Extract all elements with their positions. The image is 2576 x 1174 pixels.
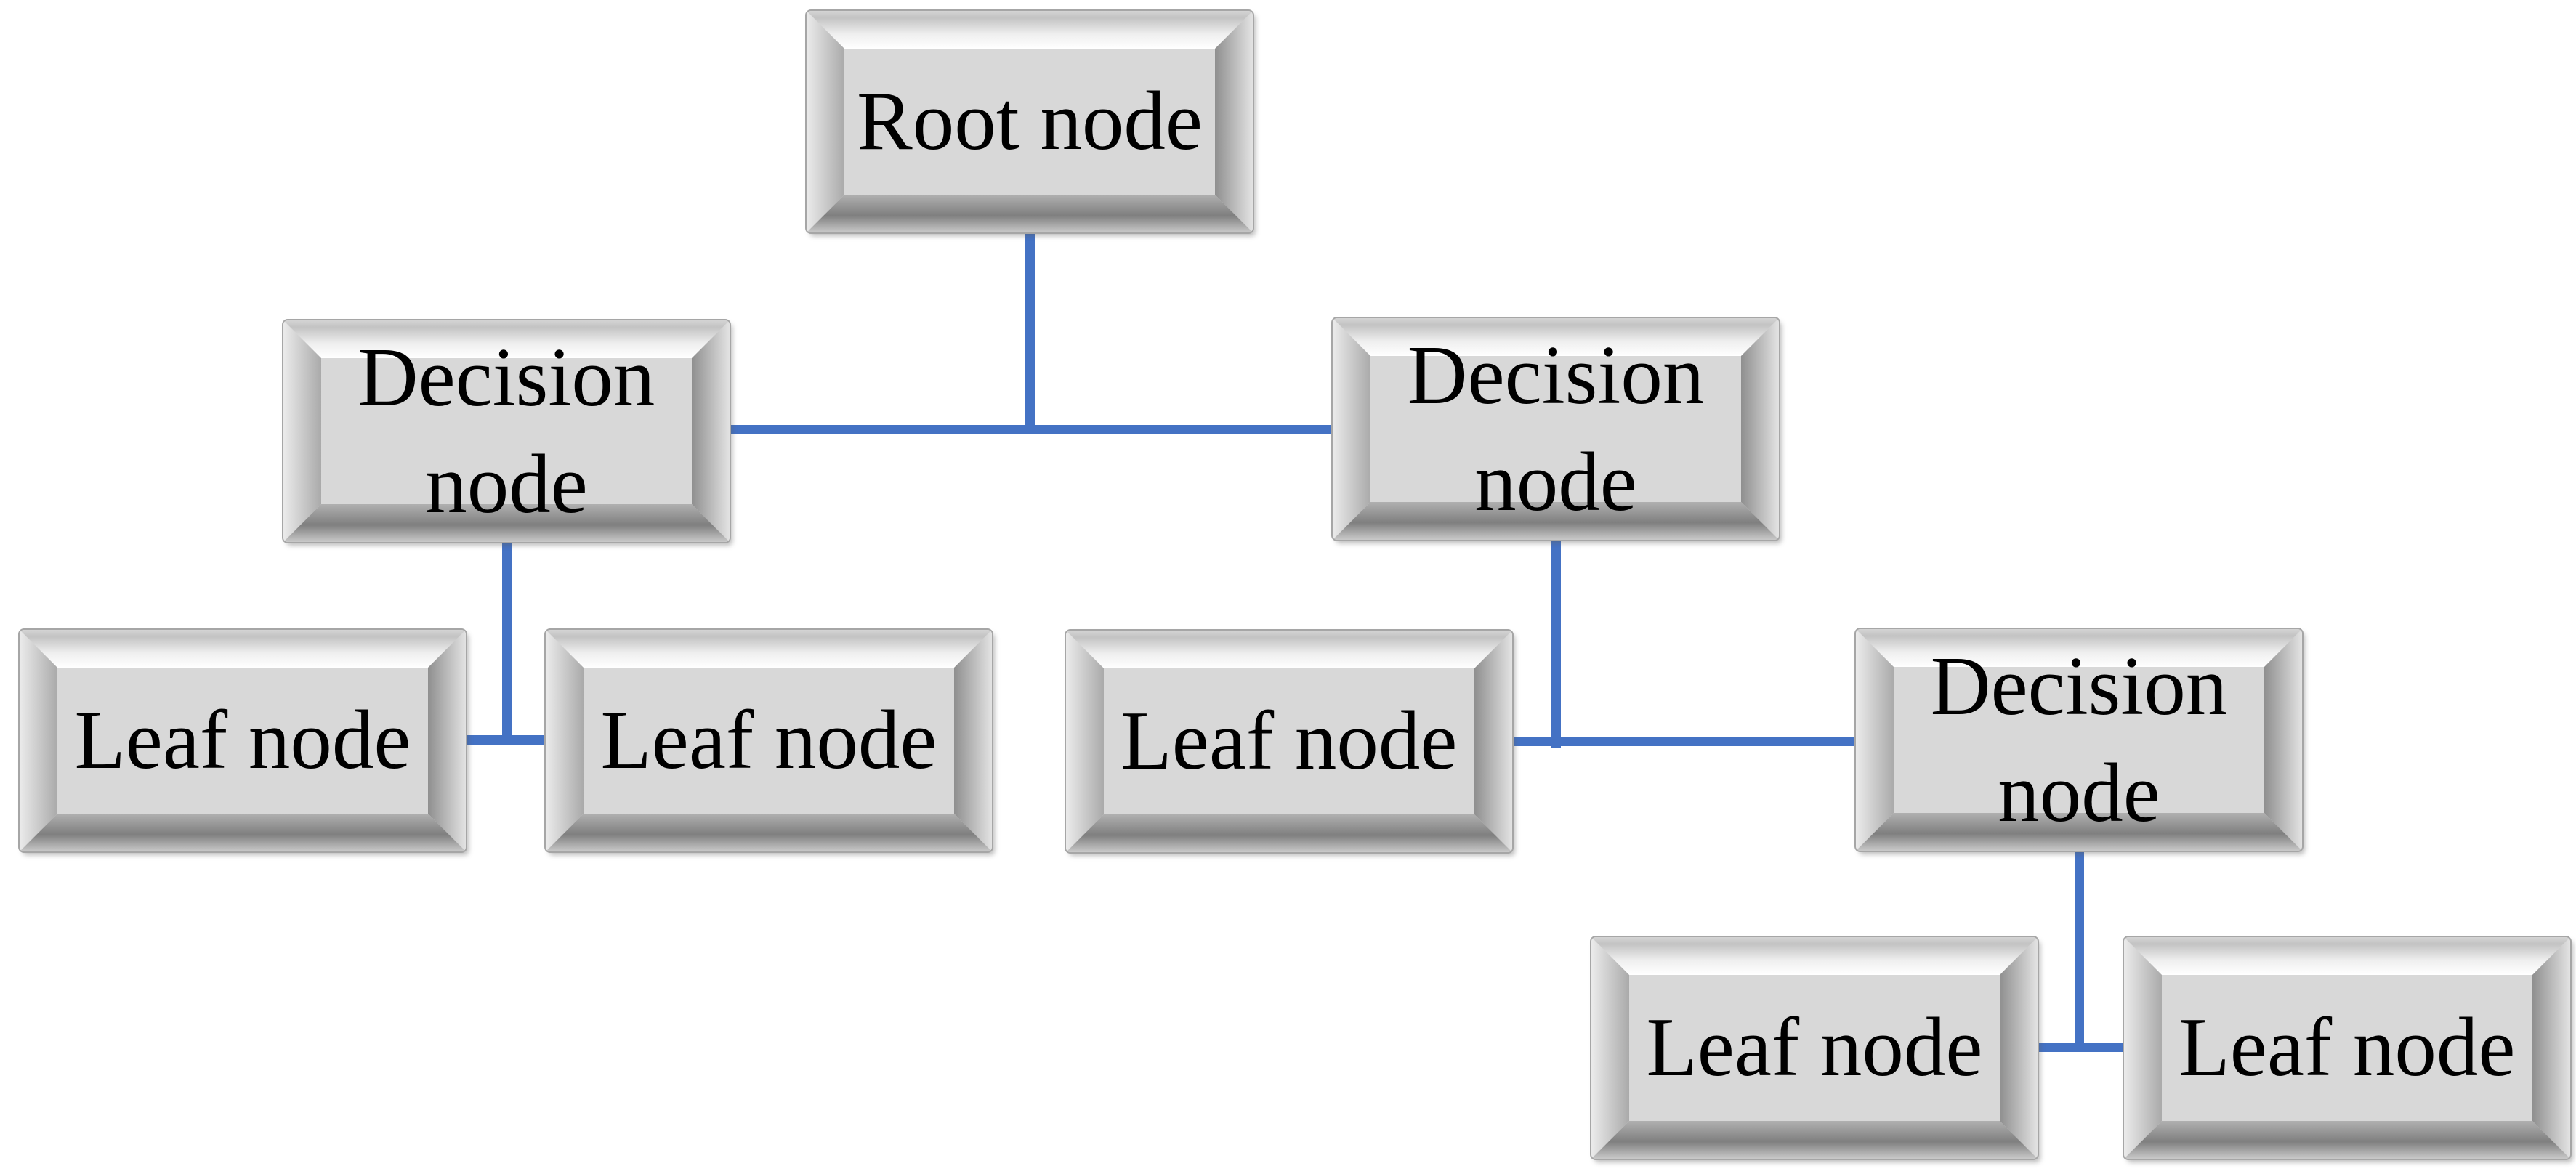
bevel-top-edge — [20, 630, 466, 668]
bevel-right-edge — [1474, 631, 1512, 852]
bevel-bottom-edge — [283, 504, 730, 542]
node-leaf-2: Leaf node — [546, 630, 992, 851]
bevel-top-edge — [2124, 937, 2570, 975]
node-leaf-3: Leaf node — [1066, 631, 1512, 852]
bevel-top-edge — [1333, 318, 1779, 356]
node-root: Root node — [807, 11, 1253, 232]
node-label: Leaf node — [1646, 1001, 1983, 1094]
bevel-right-edge — [954, 630, 992, 851]
node-leaf-1: Leaf node — [20, 630, 466, 851]
connector-left-leaves-stub — [466, 735, 546, 745]
connector-middle-horizontal — [1512, 737, 1856, 746]
node-leaf-4: Leaf node — [1591, 937, 2038, 1159]
bevel-bottom-edge — [20, 814, 466, 851]
node-label: Root node — [857, 75, 1203, 168]
bevel-left-edge — [1333, 318, 1370, 540]
bevel-left-edge — [283, 320, 321, 542]
bevel-left-edge — [1591, 937, 1629, 1159]
bevel-top-edge — [807, 11, 1253, 49]
node-label: Leaf node — [2179, 1001, 2516, 1094]
connector-decision-row-horizontal — [730, 425, 1333, 434]
connector-left-decision-stem — [502, 541, 512, 745]
bevel-top-edge — [1066, 631, 1512, 668]
bevel-right-edge — [2532, 937, 2570, 1159]
bevel-left-edge — [2124, 937, 2162, 1159]
connector-root-stem — [1025, 232, 1035, 434]
bevel-right-edge — [1741, 318, 1779, 540]
bevel-top-edge — [546, 630, 992, 668]
node-label: Leaf node — [600, 694, 937, 787]
bevel-bottom-edge — [2124, 1121, 2570, 1159]
bevel-bottom-edge — [1066, 814, 1512, 852]
bevel-bottom-edge — [1591, 1121, 2038, 1159]
bevel-bottom-edge — [807, 195, 1253, 232]
node-decision-lower: Decision node — [1856, 629, 2302, 851]
bevel-left-edge — [807, 11, 844, 232]
node-decision-left: Decision node — [283, 320, 730, 542]
connector-bottom-leaves-stub — [2038, 1043, 2124, 1052]
node-label: Decision node — [1930, 640, 2228, 839]
bevel-bottom-edge — [1333, 502, 1779, 540]
bevel-left-edge — [546, 630, 584, 851]
bevel-right-edge — [1215, 11, 1253, 232]
bevel-right-edge — [2264, 629, 2302, 851]
bevel-right-edge — [428, 630, 466, 851]
bevel-top-edge — [1856, 629, 2302, 667]
bevel-right-edge — [2000, 937, 2038, 1159]
bevel-bottom-edge — [546, 814, 992, 851]
bevel-top-edge — [283, 320, 730, 358]
node-label: Decision node — [358, 331, 655, 530]
bevel-left-edge — [1856, 629, 1894, 851]
node-decision-right: Decision node — [1333, 318, 1779, 540]
connector-right-decision-stem — [1551, 539, 1561, 748]
bevel-left-edge — [20, 630, 57, 851]
bevel-right-edge — [692, 320, 730, 542]
node-label: Decision node — [1407, 329, 1705, 528]
connector-lower-decision-stem — [2075, 850, 2084, 1051]
node-leaf-5: Leaf node — [2124, 937, 2570, 1159]
bevel-bottom-edge — [1856, 813, 2302, 851]
node-label: Leaf node — [74, 694, 411, 787]
node-label: Leaf node — [1121, 695, 1458, 788]
bevel-left-edge — [1066, 631, 1104, 852]
bevel-top-edge — [1591, 937, 2038, 975]
